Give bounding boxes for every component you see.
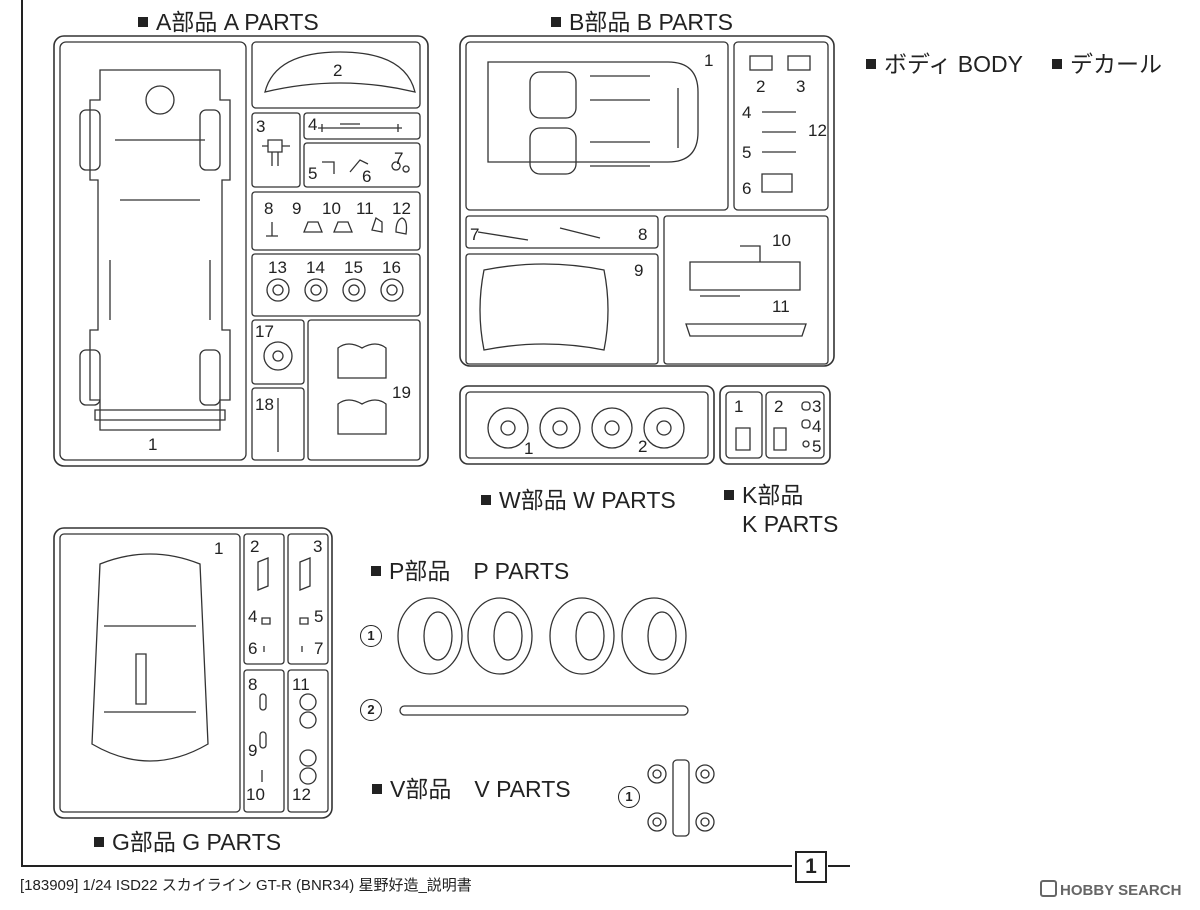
part-number: 8 [264, 199, 274, 218]
part-number: 5 [308, 164, 318, 183]
part-number: 6 [742, 179, 752, 198]
a-parts-heading: A部品 A PARTS [138, 3, 319, 37]
part-number: 1 [148, 435, 158, 454]
part-number: 16 [382, 258, 401, 277]
part-number: 3 [313, 537, 323, 556]
part-number: 12 [392, 199, 411, 218]
part-number: 3 [796, 77, 806, 96]
bullet-square-icon [551, 17, 561, 27]
part-number: 5 [812, 437, 822, 456]
circled-part-number: 1 [618, 786, 640, 808]
document-caption: [183909] 1/24 ISD22 スカイライン GT-R (BNR34) … [20, 877, 472, 894]
part-number: 15 [344, 258, 363, 277]
part-number: 19 [392, 383, 411, 402]
part-number: 2 [774, 397, 784, 416]
b-parts-runner [459, 35, 835, 465]
bullet-square-icon [372, 784, 382, 794]
b-parts-heading: B部品 B PARTS [551, 3, 733, 37]
part-number: 1 [734, 397, 744, 416]
page-number: 1 [795, 851, 827, 883]
bullet-square-icon [724, 490, 734, 500]
bullet-square-icon [371, 566, 381, 576]
part-number: 7 [314, 639, 324, 658]
part-number: 13 [268, 258, 287, 277]
part-number: 6 [248, 639, 258, 658]
v-parts-drawing [647, 759, 715, 837]
v-parts-heading: V部品 V PARTS [372, 770, 571, 804]
bullet-square-icon [94, 837, 104, 847]
g-parts-runner [53, 527, 333, 819]
part-number: 12 [292, 785, 311, 804]
part-number: 5 [314, 607, 324, 626]
decal-heading: デカール [1052, 45, 1162, 79]
part-number: 8 [638, 225, 648, 244]
p-parts-drawing [397, 597, 689, 716]
part-number: 2 [333, 61, 343, 80]
circled-part-number: 1 [360, 625, 382, 647]
part-number: 2 [756, 77, 766, 96]
part-number: 4 [308, 115, 318, 134]
part-number: 18 [255, 395, 274, 414]
part-number: 8 [248, 675, 258, 694]
part-number: 9 [634, 261, 644, 280]
part-number: 7 [470, 225, 480, 244]
part-number: 4 [742, 103, 752, 122]
part-number: 9 [292, 199, 302, 218]
p-parts-heading: P部品 P PARTS [371, 552, 569, 586]
part-number: 10 [322, 199, 341, 218]
part-number: 14 [306, 258, 325, 277]
circled-part-number: 2 [360, 699, 382, 721]
part-number: 3 [256, 117, 266, 136]
w-parts-heading: W部品 W PARTS [481, 481, 676, 515]
part-number: 11 [356, 199, 374, 218]
part-number: 11 [772, 297, 790, 316]
bullet-square-icon [138, 17, 148, 27]
part-number: 11 [292, 675, 310, 694]
part-number: 1 [214, 539, 224, 558]
part-number: 4 [812, 417, 822, 436]
part-number: 1 [524, 439, 534, 458]
watermark-logo-icon [1040, 880, 1057, 897]
part-number: 7 [394, 149, 404, 168]
part-number: 6 [362, 167, 372, 186]
part-number: 5 [742, 143, 752, 162]
bullet-square-icon [481, 495, 491, 505]
part-number: 4 [248, 607, 258, 626]
part-number: 2 [638, 437, 648, 456]
part-number: 10 [772, 231, 791, 250]
part-number: 3 [812, 397, 822, 416]
part-number: 17 [255, 322, 274, 341]
part-number: 1 [704, 51, 714, 70]
part-number: 10 [246, 785, 265, 804]
part-number: 2 [250, 537, 260, 556]
g-parts-heading: G部品 G PARTS [94, 823, 281, 857]
part-number: 12 [808, 121, 827, 140]
bullet-square-icon [1052, 59, 1062, 69]
part-number: 9 [248, 741, 258, 760]
body-heading: ボディ BODY [866, 45, 1023, 79]
bullet-square-icon [866, 59, 876, 69]
watermark: HOBBY SEARCH [1040, 880, 1181, 899]
a-parts-runner [53, 35, 429, 467]
